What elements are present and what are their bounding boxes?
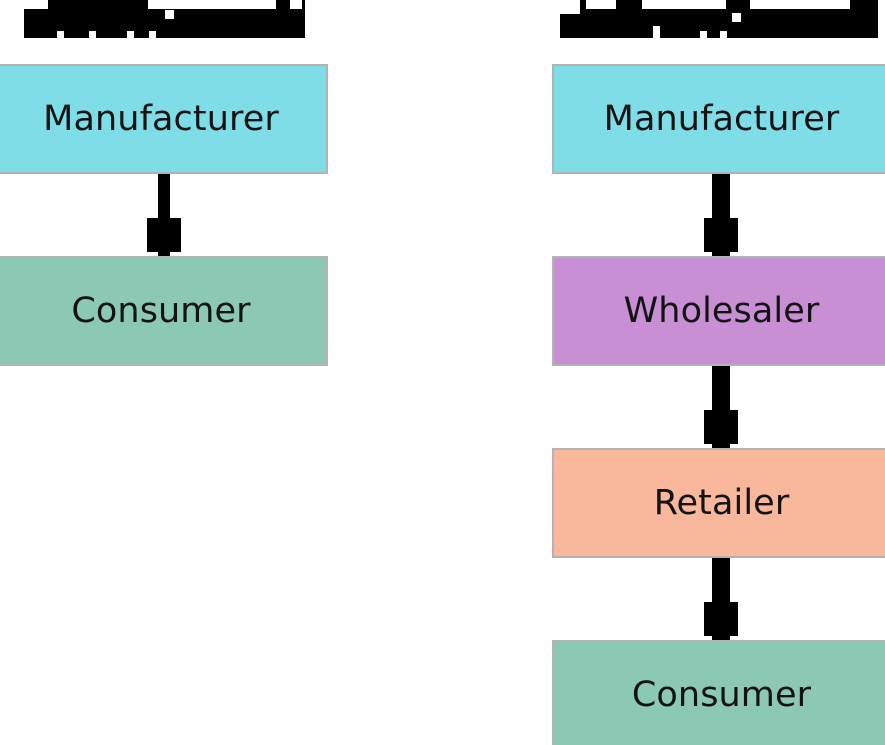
arrow-left-manufacturer-to-consumer	[147, 174, 181, 256]
node-left-manufacturer[interactable]: Manufacturer	[0, 64, 328, 174]
node-label: Manufacturer	[603, 99, 840, 139]
node-label: Wholesaler	[623, 291, 820, 331]
node-right-manufacturer[interactable]: Manufacturer	[552, 64, 885, 174]
node-label: Consumer	[71, 291, 251, 331]
node-label: Manufacturer	[43, 99, 279, 139]
node-right-wholesaler[interactable]: Wholesaler	[552, 256, 885, 366]
node-right-consumer[interactable]: Consumer	[552, 640, 885, 745]
node-label: Retailer	[653, 483, 790, 523]
left-channel-title-redaction	[24, 0, 305, 38]
arrow-right-wholesaler-to-retailer	[704, 366, 738, 448]
arrow-right-retailer-to-consumer	[704, 558, 738, 640]
right-channel-title-redaction	[560, 0, 878, 38]
arrow-right-manufacturer-to-wholesaler	[704, 174, 738, 256]
node-label: Consumer	[631, 675, 812, 715]
node-right-retailer[interactable]: Retailer	[552, 448, 885, 558]
node-left-consumer[interactable]: Consumer	[0, 256, 328, 366]
